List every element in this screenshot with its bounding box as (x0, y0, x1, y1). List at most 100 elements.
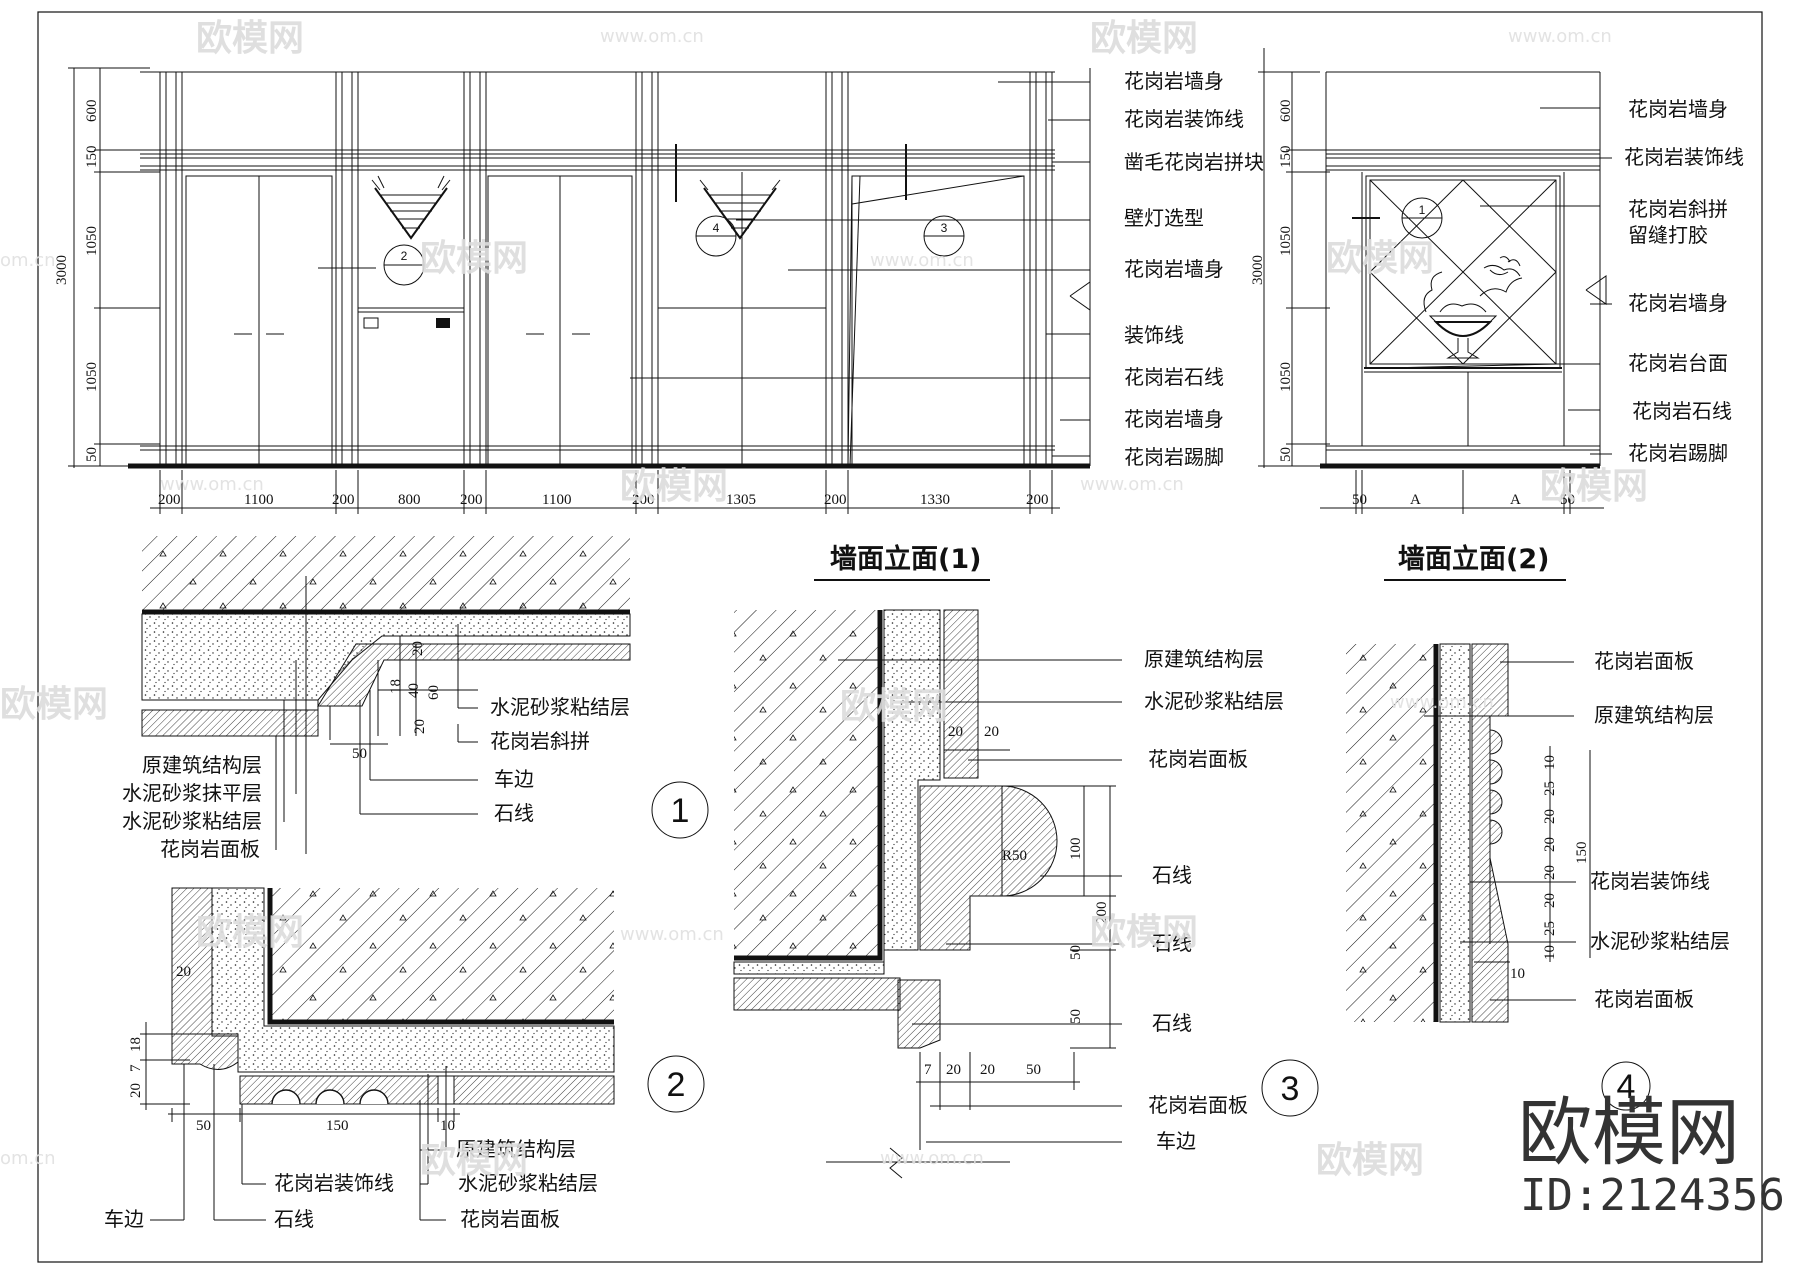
d4-dim-3: 20 (1542, 837, 1558, 852)
elev1-h-50: 50 (84, 447, 100, 462)
elev1-w-8: 200 (824, 492, 847, 508)
elev2-h-1050a: 1050 (1278, 226, 1294, 256)
d4-label-1: 原建筑结构层 (1594, 703, 1714, 727)
watermark-logo: 欧模网 (196, 18, 304, 59)
elev2-width-dims: 50 A A 50 (1320, 470, 1604, 514)
d2-dim-2: 7 (128, 1064, 144, 1072)
elev2-label-2: 花岗岩斜拼 (1628, 197, 1728, 221)
sheet-border (37, 11, 1763, 1263)
watermark-logo: 欧模网 (1316, 1140, 1424, 1181)
d3-label-5: 石线 (1152, 1011, 1192, 1035)
watermark-logo: 欧模网 (620, 466, 728, 507)
elev1-w-1: 1100 (244, 492, 273, 508)
d2-dim-0: 20 (176, 964, 191, 980)
elev1-labels: 花岗岩墙身 花岗岩装饰线 凿毛花岗岩拼块 壁灯选型 花岗岩墙身 装饰线 花岗岩石… (1124, 69, 1264, 469)
detail-1-number: 1 (671, 792, 690, 830)
urn-icon (1433, 321, 1493, 337)
d4-dim-5: 20 (1542, 893, 1558, 908)
d3-dim-1: 20 (984, 724, 999, 740)
elev1-label-6: 花岗岩石线 (1124, 365, 1224, 389)
brand-watermark: 欧模网 (1518, 1090, 1740, 1176)
d2-dim-5: 150 (326, 1118, 349, 1134)
d1-dim-4: 20 (412, 719, 428, 734)
d3-label-2: 花岗岩面板 (1148, 747, 1248, 771)
watermark-logo: 欧模网 (196, 912, 304, 953)
elev2-label-7: 花岗岩踢脚 (1628, 441, 1728, 465)
d2-label-1: 花岗岩装饰线 (274, 1171, 394, 1195)
brand-id: ID:2124356 (1520, 1170, 1785, 1221)
d4-dim-7: 10 (1542, 945, 1558, 960)
watermark-url: www.om.cn (1390, 692, 1494, 713)
elev2-h-total: 3000 (1250, 255, 1266, 285)
elev1-label-5: 装饰线 (1124, 323, 1184, 347)
elev1-glass-panel (658, 144, 826, 466)
elev2-label-0: 花岗岩墙身 (1628, 97, 1728, 121)
d3-dim-7: 7 (924, 1062, 932, 1078)
elev2-title: 墙面立面(2) (1398, 543, 1549, 575)
d1-label-6: 水泥砂浆粘结层 (122, 809, 262, 833)
d4-dim-1: 25 (1542, 781, 1558, 796)
elev1-label-8: 花岗岩踢脚 (1124, 445, 1224, 469)
d4-dim-0: 10 (1542, 755, 1558, 770)
marker-2-label: 2 (401, 249, 408, 263)
elev1-label-3: 壁灯选型 (1124, 206, 1204, 230)
d3-dim-10: 50 (1026, 1062, 1041, 1078)
watermark-url: www.om.cn (870, 250, 974, 271)
elev1-label-7: 花岗岩墙身 (1124, 407, 1224, 431)
elev2-w-0: 50 (1352, 492, 1367, 508)
d2-label-2: 水泥砂浆粘结层 (458, 1171, 598, 1195)
watermark-url: www.om.cn (620, 924, 724, 945)
detail-3-number: 3 (1281, 1070, 1300, 1108)
detail-4: 10 25 20 20 20 20 25 10 150 10 花岗岩面板 原建筑… (1346, 643, 1730, 1111)
detail-3: 20 20 R50 100 200 50 50 7 20 20 50 原建筑结构… (733, 609, 1319, 1179)
d1-label-7: 花岗岩面板 (160, 837, 260, 861)
d2-dim-3: 20 (128, 1083, 144, 1098)
elev2-leaders (1480, 107, 1612, 455)
elev2-label-3: 留缝打胶 (1628, 223, 1708, 247)
elev1-h-600: 600 (84, 100, 100, 123)
watermark-url: www.om.cn (160, 474, 264, 495)
detail-2-number: 2 (667, 1066, 686, 1104)
watermark-logo: 欧模网 (420, 1140, 528, 1181)
elev2-w-3: 50 (1560, 492, 1575, 508)
elev1-w-5: 1100 (542, 492, 571, 508)
elev1-h-150: 150 (84, 146, 100, 169)
d1-label-2: 车边 (494, 767, 534, 791)
elev2-h-50: 50 (1278, 447, 1294, 462)
elev2-h-1050b: 1050 (1278, 362, 1294, 392)
elev2-niche (1364, 175, 1562, 446)
elev1-label-0: 花岗岩墙身 (1124, 69, 1224, 93)
d4-label-3: 水泥砂浆粘结层 (1590, 929, 1730, 953)
watermark-logo: 欧模网 (1090, 912, 1198, 953)
d3-dim-3: 100 (1068, 838, 1084, 861)
d3-dim-9: 20 (980, 1062, 995, 1078)
elev1-leaders (630, 68, 1091, 466)
d3-dim-0: 20 (948, 724, 963, 740)
d1-label-1: 花岗岩斜拼 (490, 729, 590, 753)
d4-label-4: 花岗岩面板 (1594, 987, 1694, 1011)
d4-dim-4: 20 (1542, 865, 1558, 880)
detail-4-number: 4 (1617, 1068, 1636, 1106)
elevation-2: 3000 600 150 1050 1050 50 (1250, 48, 1744, 581)
watermark-logo: 欧模网 (0, 684, 108, 725)
d3-dim-6: 50 (1068, 1009, 1084, 1024)
d2-dim-4: 50 (196, 1118, 211, 1134)
d3-label-4: 石线 (1152, 931, 1192, 955)
elev1-label-2: 凿毛花岗岩拼块 (1124, 150, 1264, 174)
watermark-url: www.om.cn (1080, 474, 1184, 495)
watermark-logo: 欧模网 (420, 238, 528, 279)
elev1-w-7: 1305 (726, 492, 756, 508)
elev2-w-2: A (1510, 492, 1521, 508)
d3-label-1: 水泥砂浆粘结层 (1144, 689, 1284, 713)
d4-dim-6: 25 (1542, 921, 1558, 936)
d4-label-2: 花岗岩装饰线 (1590, 869, 1710, 893)
elev2-h-150: 150 (1278, 146, 1294, 169)
elev1-label-4: 花岗岩墙身 (1124, 257, 1224, 281)
elev1-label-1: 花岗岩装饰线 (1124, 107, 1244, 131)
d1-label-3: 石线 (494, 801, 534, 825)
d1-dim-0: 20 (410, 641, 426, 656)
elev1-w-3: 800 (398, 492, 421, 508)
elev2-label-1: 花岗岩装饰线 (1624, 145, 1744, 169)
d2-label-0: 原建筑结构层 (456, 1137, 576, 1161)
